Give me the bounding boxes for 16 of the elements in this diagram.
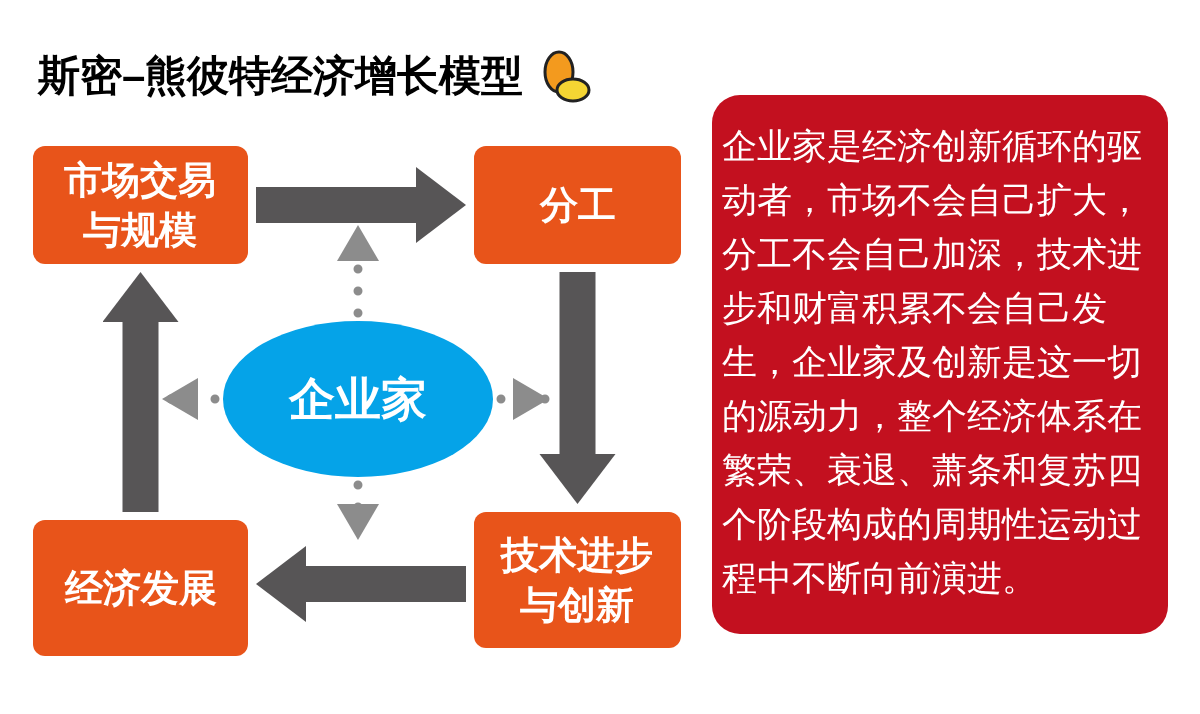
block-arrow	[539, 272, 616, 504]
node-label: 市场交易与规模	[63, 158, 218, 253]
process-box	[33, 146, 248, 264]
title: 斯密–熊彼特经济增长模型	[38, 51, 524, 101]
process-box	[474, 146, 681, 264]
node-label: 技术进步与创新	[499, 533, 655, 628]
note-text: 企业家是经济创新循环的驱动者，市场不会自己扩大，分工不会自己加深，技术进步和财富积累不会自己发生，企业家及创新是这一切的源动力，整个经济体系在繁荣、衰退、萧条和复苏四个阶段构成的周期性运动过程中不断向前演进。	[722, 125, 1143, 599]
block-arrow	[256, 167, 466, 243]
node-label: 经济发展	[64, 566, 217, 611]
node-label: 企业家	[289, 374, 427, 424]
note-card	[712, 95, 1168, 634]
block-arrow	[102, 272, 179, 512]
node-label: 分工	[539, 183, 616, 228]
block-arrow	[256, 546, 466, 622]
process-box	[33, 520, 248, 656]
process-box	[474, 512, 681, 648]
